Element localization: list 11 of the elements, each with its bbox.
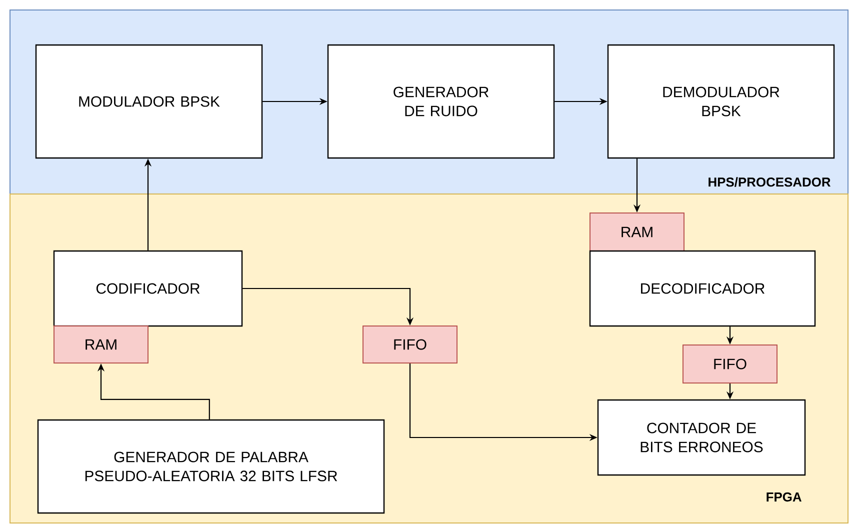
process-box: CONTADOR DE BITS ERRONEOS [597, 399, 806, 476]
memory-box: FIFO [362, 326, 458, 364]
process-box: CODIFICADOR [53, 250, 243, 327]
process-box: GENERADOR DE RUIDO [327, 44, 555, 159]
memory-box: FIFO [682, 344, 778, 384]
memory-box: RAM [54, 326, 148, 364]
process-box: DECODIFICADOR [589, 250, 816, 327]
process-box: GENERADOR DE PALABRA PSEUDO-ALEATORIA 32 BITS LFSR [37, 419, 385, 514]
memory-box: RAM [590, 212, 684, 252]
process-box: DEMODULADOR BPSK [607, 44, 835, 159]
process-box: MODULADOR BPSK [35, 44, 263, 159]
